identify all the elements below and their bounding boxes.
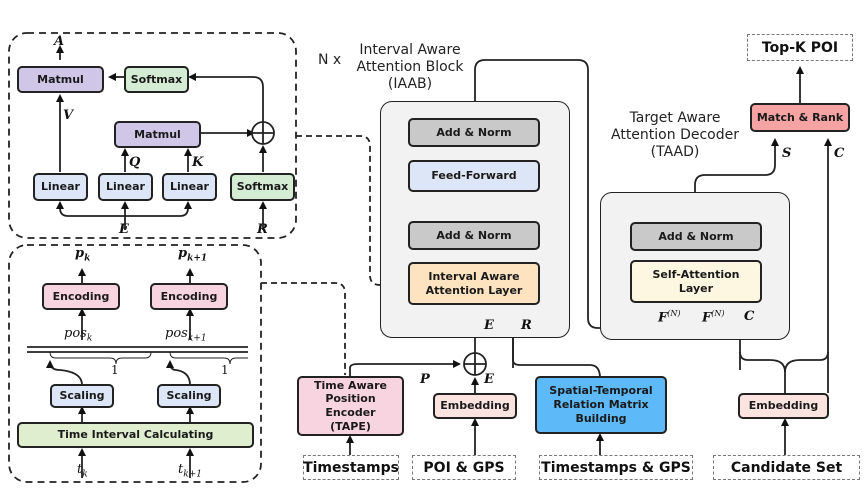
taad-title: Target Aware Attention Decoder (TAAD) xyxy=(611,110,739,160)
matmul-mid-box: Matmul xyxy=(114,121,201,148)
label-e: E xyxy=(119,222,129,237)
self-attention-layer: Self-Attention Layer xyxy=(630,260,762,303)
iaab-label-r: R xyxy=(521,318,532,333)
label-t-k1: tk+1 xyxy=(178,462,202,480)
iaab-repeat-label: N x xyxy=(318,52,342,68)
taad-label-c: C xyxy=(744,309,755,324)
match-rank-box: Match & Rank xyxy=(750,103,850,132)
linear-v-box: Linear xyxy=(33,173,88,201)
linear-q-box: Linear xyxy=(98,173,153,201)
label-p-k1: pk+1 xyxy=(178,246,208,264)
input-poi-gps: POI & GPS xyxy=(412,455,516,480)
label-k: K xyxy=(192,155,204,170)
label-p: P xyxy=(420,372,430,387)
taad-label-f2: F(N) xyxy=(702,309,725,326)
encoding-box-1: Encoding xyxy=(42,283,120,310)
label-v: V xyxy=(63,108,74,123)
interval-aware-attention-layer: Interval Aware Attention Layer xyxy=(408,262,540,305)
label-one-1: 1 xyxy=(111,363,119,377)
label-pos-k1: posk+1 xyxy=(165,326,207,344)
embedding-poi-box: Embedding xyxy=(433,393,517,419)
softmax-bottom-box: Softmax xyxy=(230,173,295,201)
input-timestamps: Timestamps xyxy=(303,455,399,480)
tape-box: Time Aware Position Encoder (TAPE) xyxy=(297,376,404,436)
bottom-label-e: E xyxy=(484,372,494,387)
encoding-box-2: Encoding xyxy=(150,283,228,310)
taad-add-norm: Add & Norm xyxy=(630,222,762,251)
tape-detail-border xyxy=(8,244,262,483)
matmul-top-box: Matmul xyxy=(17,66,104,93)
iaab-label-e: E xyxy=(484,318,494,333)
iaab-title: Interval Aware Attention Block (IAAB) xyxy=(356,42,464,92)
scaling-box-1: Scaling xyxy=(50,384,114,408)
label-pos-k: posk xyxy=(64,326,93,344)
top-k-poi-output: Top-K POI xyxy=(747,34,853,61)
iaab-add-norm-top: Add & Norm xyxy=(408,118,540,147)
spatial-temporal-box: Spatial-Temporal Relation Matrix Buildin… xyxy=(535,376,667,434)
label-a: A xyxy=(54,34,65,49)
time-interval-box: Time Interval Calculating xyxy=(17,422,254,448)
embedding-candidate-box: Embedding xyxy=(738,393,829,419)
input-timestamps-gps: Timestamps & GPS xyxy=(539,455,693,480)
label-t-k: tk xyxy=(77,462,88,480)
label-r: R xyxy=(257,222,268,237)
scaling-box-2: Scaling xyxy=(157,384,221,408)
softmax-top-box: Softmax xyxy=(124,66,189,93)
feed-forward-box: Feed-Forward xyxy=(408,160,540,192)
iaab-add-norm-bottom: Add & Norm xyxy=(408,221,540,250)
label-p-k: pk xyxy=(75,246,91,264)
output-label-c: C xyxy=(834,146,845,161)
label-q: Q xyxy=(129,155,141,170)
label-one-2: 1 xyxy=(221,363,229,377)
taad-label-f1: F(N) xyxy=(658,309,681,326)
label-s: S xyxy=(782,146,792,161)
input-candidate-set: Candidate Set xyxy=(713,455,860,480)
linear-k-box: Linear xyxy=(162,173,217,201)
